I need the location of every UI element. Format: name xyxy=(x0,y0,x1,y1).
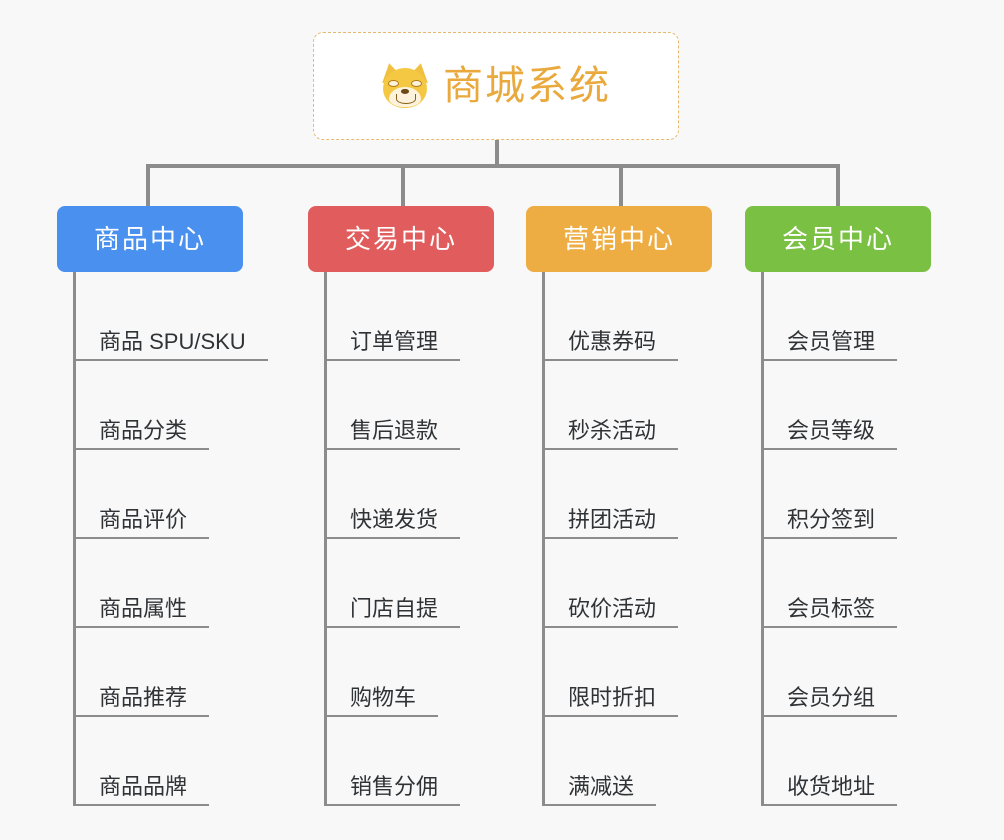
leaf-item-label: 拼团活动 xyxy=(568,506,657,532)
leaf-item-label: 门店自提 xyxy=(350,595,439,621)
leaf-underline: 商品 SPU/SKU xyxy=(73,328,268,361)
leaf-underline: 砍价活动 xyxy=(542,595,679,628)
leaf-item-label: 商品属性 xyxy=(99,595,188,621)
leaf-item[interactable]: 快递发货 xyxy=(324,450,461,539)
leaf-underline: 拼团活动 xyxy=(542,506,679,539)
leaf-item[interactable]: 商品推荐 xyxy=(73,628,210,717)
leaf-item[interactable]: 限时折扣 xyxy=(542,628,679,717)
leaf-spine xyxy=(73,272,76,806)
leaf-item-label: 商品 SPU/SKU xyxy=(99,328,246,354)
category-box-4[interactable]: 会员中心 xyxy=(745,206,931,272)
leaf-item[interactable]: 会员分组 xyxy=(761,628,898,717)
category-label: 会员中心 xyxy=(781,224,894,254)
leaf-item-label: 收货地址 xyxy=(787,773,876,799)
leaf-item-label: 砍价活动 xyxy=(568,595,657,621)
leaf-item-label: 会员等级 xyxy=(787,417,876,443)
leaf-item[interactable]: 收货地址 xyxy=(761,717,898,806)
connector-root-stem xyxy=(495,140,499,167)
category-box-3[interactable]: 营销中心 xyxy=(526,206,712,272)
leaf-underline: 优惠券码 xyxy=(542,328,679,361)
leaf-underline: 收货地址 xyxy=(761,773,898,806)
leaf-underline: 会员分组 xyxy=(761,684,898,717)
leaf-item-label: 积分签到 xyxy=(787,506,876,532)
leaf-item[interactable]: 商品属性 xyxy=(73,539,210,628)
leaf-item[interactable]: 砍价活动 xyxy=(542,539,679,628)
leaf-item[interactable]: 优惠券码 xyxy=(542,272,679,361)
leaf-underline: 秒杀活动 xyxy=(542,417,679,450)
leaf-item-label: 满减送 xyxy=(568,773,635,799)
leaf-item-label: 会员分组 xyxy=(787,684,876,710)
leaf-item[interactable]: 秒杀活动 xyxy=(542,361,679,450)
leaf-underline: 快递发货 xyxy=(324,506,461,539)
dog-face-icon xyxy=(378,60,432,109)
leaf-item[interactable]: 会员等级 xyxy=(761,361,898,450)
leaf-spine xyxy=(761,272,764,806)
leaf-item[interactable]: 会员标签 xyxy=(761,539,898,628)
leaf-underline: 会员标签 xyxy=(761,595,898,628)
leaf-underline: 商品评价 xyxy=(73,506,210,539)
leaf-item-label: 优惠券码 xyxy=(568,328,657,354)
leaf-item-label: 商品推荐 xyxy=(99,684,188,710)
leaf-item[interactable]: 商品 SPU/SKU xyxy=(73,272,268,361)
leaf-item-label: 商品品牌 xyxy=(99,773,188,799)
connector-horizontal-bus xyxy=(148,164,838,168)
leaf-item[interactable]: 门店自提 xyxy=(324,539,461,628)
leaf-item[interactable]: 积分签到 xyxy=(761,450,898,539)
leaf-item[interactable]: 拼团活动 xyxy=(542,450,679,539)
leaf-item[interactable]: 购物车 xyxy=(324,628,439,717)
leaf-item[interactable]: 商品品牌 xyxy=(73,717,210,806)
category-label: 营销中心 xyxy=(562,224,675,254)
leaf-underline: 商品属性 xyxy=(73,595,210,628)
leaf-item-label: 购物车 xyxy=(350,684,417,710)
leaf-underline: 满减送 xyxy=(542,773,657,806)
category-box-2[interactable]: 交易中心 xyxy=(308,206,494,272)
connector-drop-3 xyxy=(619,164,623,208)
leaf-spine xyxy=(324,272,327,806)
leaf-item[interactable]: 会员管理 xyxy=(761,272,898,361)
connector-drop-4 xyxy=(836,164,840,208)
leaf-item-label: 会员标签 xyxy=(787,595,876,621)
leaf-item-label: 销售分佣 xyxy=(350,773,439,799)
leaf-underline: 售后退款 xyxy=(324,417,461,450)
leaf-underline: 购物车 xyxy=(324,684,439,717)
leaf-item[interactable]: 售后退款 xyxy=(324,361,461,450)
leaf-underline: 积分签到 xyxy=(761,506,898,539)
category-label: 商品中心 xyxy=(93,224,206,254)
leaf-underline: 会员管理 xyxy=(761,328,898,361)
category-box-1[interactable]: 商品中心 xyxy=(57,206,243,272)
leaf-spine xyxy=(542,272,545,806)
leaf-underline: 销售分佣 xyxy=(324,773,461,806)
leaf-item[interactable]: 商品评价 xyxy=(73,450,210,539)
leaf-underline: 门店自提 xyxy=(324,595,461,628)
leaf-item-label: 订单管理 xyxy=(350,328,439,354)
leaf-item[interactable]: 订单管理 xyxy=(324,272,461,361)
root-title: 商城系统 xyxy=(443,64,611,108)
leaf-underline: 订单管理 xyxy=(324,328,461,361)
category-label: 交易中心 xyxy=(344,224,457,254)
leaf-item[interactable]: 销售分佣 xyxy=(324,717,461,806)
leaf-underline: 商品品牌 xyxy=(73,773,210,806)
leaf-item-label: 秒杀活动 xyxy=(568,417,657,443)
leaf-underline: 会员等级 xyxy=(761,417,898,450)
connector-drop-1 xyxy=(146,164,150,208)
leaf-item-label: 售后退款 xyxy=(350,417,439,443)
leaf-item[interactable]: 满减送 xyxy=(542,717,657,806)
leaf-underline: 限时折扣 xyxy=(542,684,679,717)
leaf-underline: 商品推荐 xyxy=(73,684,210,717)
leaf-underline: 商品分类 xyxy=(73,417,210,450)
root-node[interactable]: 商城系统 xyxy=(313,32,679,140)
leaf-item[interactable]: 商品分类 xyxy=(73,361,210,450)
leaf-item-label: 限时折扣 xyxy=(568,684,657,710)
leaf-item-label: 商品分类 xyxy=(99,417,188,443)
leaf-item-label: 快递发货 xyxy=(350,506,439,532)
leaf-item-label: 商品评价 xyxy=(99,506,188,532)
leaf-item-label: 会员管理 xyxy=(787,328,876,354)
connector-drop-2 xyxy=(401,164,405,208)
